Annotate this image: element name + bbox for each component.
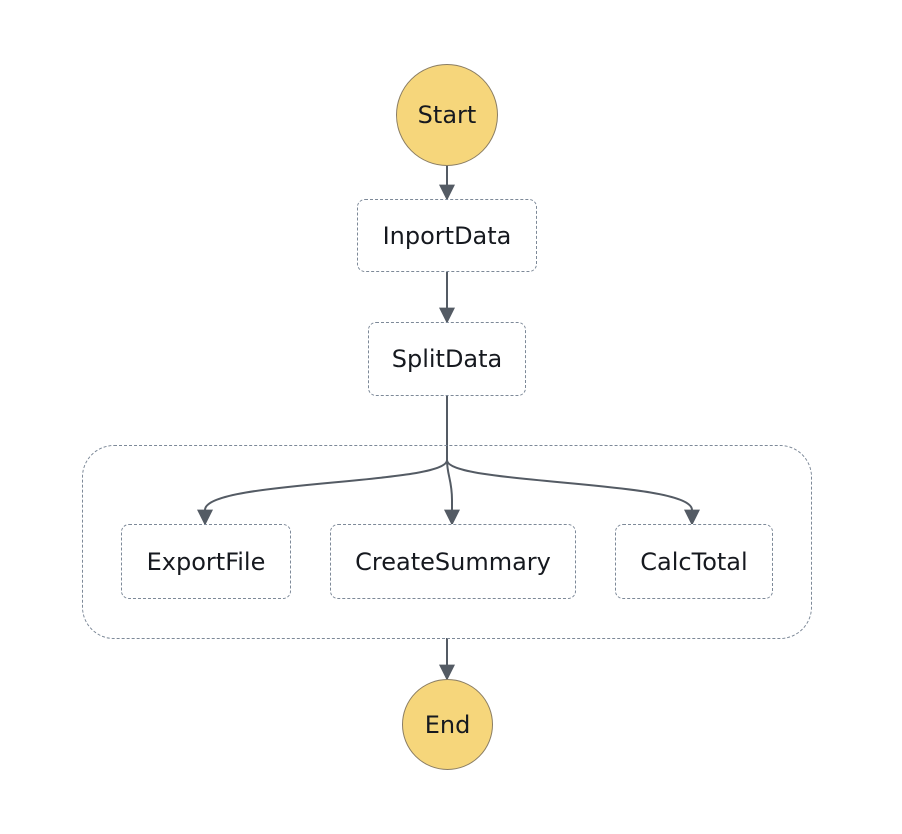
state-inportdata[interactable]: InportData bbox=[357, 199, 537, 272]
state-splitdata[interactable]: SplitData bbox=[368, 322, 526, 396]
state-exportfile[interactable]: ExportFile bbox=[121, 524, 291, 599]
state-calctotal[interactable]: CalcTotal bbox=[615, 524, 773, 599]
edge-splitdata-to-calctotal bbox=[446, 459, 700, 526]
end-node[interactable]: End bbox=[402, 679, 493, 770]
state-createsummary-label: CreateSummary bbox=[355, 547, 551, 576]
state-exportfile-label: ExportFile bbox=[146, 547, 266, 576]
edge-splitdata-to-exportfile bbox=[197, 396, 448, 526]
end-label: End bbox=[424, 710, 471, 739]
start-label: Start bbox=[417, 101, 477, 129]
state-splitdata-label: SplitData bbox=[391, 345, 503, 373]
state-calctotal-label: CalcTotal bbox=[640, 547, 748, 576]
state-inportdata-label: InportData bbox=[382, 221, 512, 250]
start-node[interactable]: Start bbox=[396, 64, 498, 166]
state-createsummary[interactable]: CreateSummary bbox=[330, 524, 576, 599]
parallel-group bbox=[82, 445, 812, 639]
edge-splitdata-to-createsummary bbox=[444, 459, 460, 526]
